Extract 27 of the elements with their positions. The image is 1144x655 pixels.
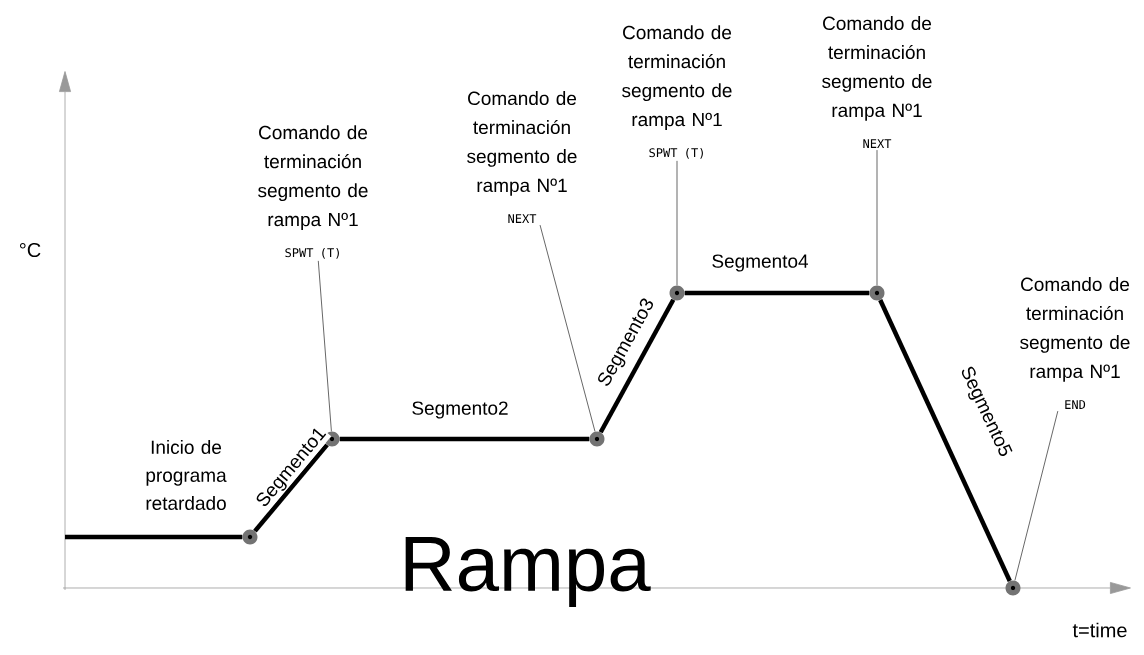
command-text: Comando de terminación segmento de rampa Nº1 SPWT (T)	[258, 125, 368, 259]
axis-label: t=time	[1072, 622, 1127, 638]
edge-label: Segmento4	[710, 253, 810, 273]
point-marker	[869, 285, 885, 301]
ramp-line	[65, 534, 243, 540]
leader-line	[318, 260, 332, 432]
command-text: Comando de terminación segmento de rampa Nº1 NEXT	[822, 16, 932, 148]
command-text: Comando de terminación segmento de rampa Nº1 END	[1020, 277, 1130, 409]
note-text: Inicio de programa retardado	[146, 440, 227, 510]
ramp-line	[684, 290, 870, 296]
leader-line	[539, 224, 596, 432]
point-marker	[1005, 580, 1021, 596]
title-text: Rampa	[405, 537, 651, 607]
point-marker	[242, 529, 258, 545]
point-marker	[669, 285, 685, 301]
ramp-line	[253, 443, 329, 533]
axis-label: °C	[20, 242, 41, 258]
ramp-line	[598, 298, 676, 434]
command-text: Comando de terminación segmento de rampa Nº1 SPWT (T)	[622, 25, 732, 159]
ramp-line	[878, 299, 1012, 582]
edge-label: Segmento2	[410, 400, 510, 420]
leader-line	[876, 149, 878, 286]
ramp-line	[339, 436, 590, 442]
leader-line	[676, 160, 678, 286]
leader-line	[1014, 410, 1059, 581]
point-marker	[589, 431, 605, 447]
command-text: Comando de terminación segmento de rampa Nº1 NEXT	[467, 91, 577, 223]
